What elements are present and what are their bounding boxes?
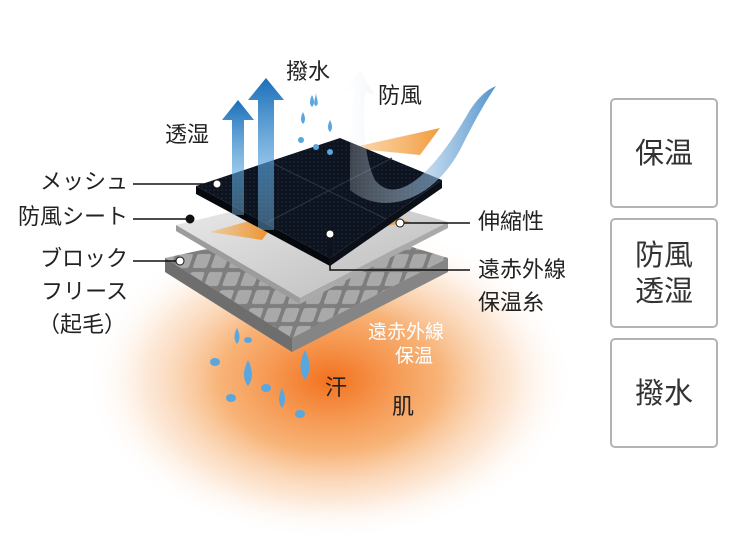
- label-windproof-top: 防風: [378, 84, 423, 109]
- leader-dots: [175, 179, 405, 266]
- feature-windproof-line2: 透湿: [634, 274, 693, 308]
- wind-arrow: [343, 70, 496, 203]
- label-far-infrared-yarn-2: 保温糸: [478, 291, 545, 316]
- label-far-infrared-warm-1: 遠赤外線: [368, 321, 445, 343]
- label-block-fleece-1: ブロック: [39, 247, 128, 272]
- warm-glow: [85, 220, 575, 540]
- label-sweat: 汗: [325, 376, 348, 401]
- label-breathable-top: 透湿: [165, 123, 210, 148]
- water-drops-top: [298, 92, 333, 155]
- label-skin: 肌: [392, 395, 415, 420]
- feature-box-warmth: 保温: [610, 98, 718, 208]
- feature-box-water-repellent: 撥水: [610, 338, 718, 448]
- feature-windproof-line1: 防風: [634, 237, 693, 272]
- label-block-fleece-3: （起毛）: [37, 313, 126, 338]
- label-water-repellent: 撥水: [286, 60, 331, 85]
- feature-warmth-line1: 保温: [634, 135, 693, 170]
- sweat-drops: [210, 328, 310, 418]
- label-windproof-sheet: 防風シート: [17, 205, 128, 230]
- label-stretch: 伸縮性: [478, 210, 545, 235]
- moisture-arrows: [222, 78, 284, 230]
- label-far-infrared-warm-2: 保温: [395, 345, 434, 367]
- feature-water-repellent-line1: 撥水: [634, 375, 693, 410]
- label-far-infrared-yarn-1: 遠赤外線: [478, 258, 567, 283]
- leader-lines: [133, 183, 470, 271]
- feature-box-windproof-breathable: 防風 透湿: [610, 218, 718, 328]
- label-mesh: メッシュ: [39, 170, 128, 195]
- label-block-fleece-2: フリース: [41, 280, 128, 305]
